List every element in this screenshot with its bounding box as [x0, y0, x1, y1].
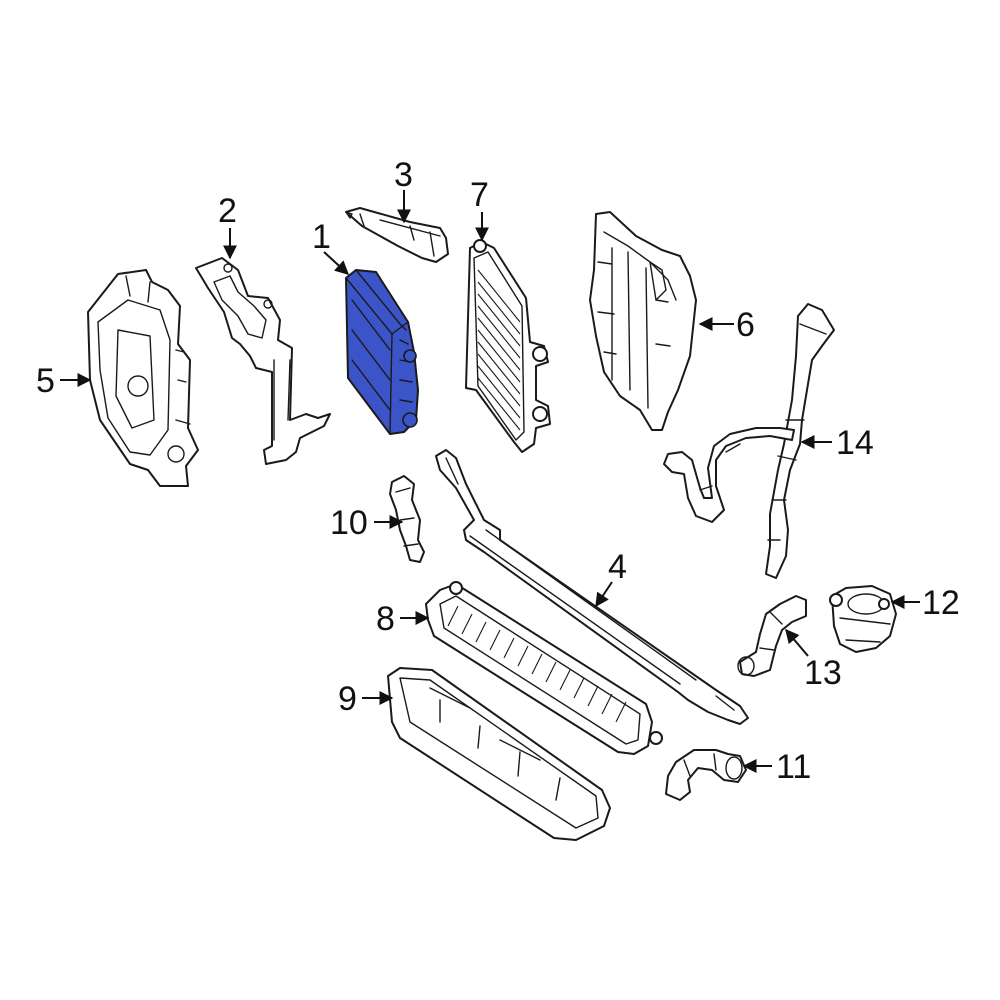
part-3-air-guide[interactable]: [345, 207, 449, 263]
part-11-hose[interactable]: [665, 749, 747, 801]
part-2-bracket[interactable]: [195, 257, 331, 465]
part-13-hose[interactable]: [737, 595, 807, 677]
callout-6: 6: [736, 306, 755, 344]
callout-14: 14: [836, 424, 874, 462]
callout-8: 8: [376, 600, 395, 638]
part-9-tray[interactable]: [387, 667, 611, 841]
leader-13: [785, 628, 809, 657]
leader-1: [323, 251, 350, 275]
leader-4: [595, 581, 613, 608]
part-12-pump[interactable]: [829, 585, 897, 653]
part-8-intercooler[interactable]: [425, 581, 663, 755]
part-10-hose[interactable]: [389, 475, 425, 563]
callout-10: 10: [330, 504, 368, 542]
callout-2: 2: [218, 192, 237, 230]
callout-13: 13: [804, 654, 842, 692]
part-6-cover[interactable]: [589, 211, 697, 431]
part-4-pipe[interactable]: [435, 449, 749, 725]
callout-3: 3: [394, 156, 413, 194]
part-14-hose-assembly[interactable]: [663, 303, 835, 579]
callout-9: 9: [338, 680, 357, 718]
callout-11: 11: [776, 748, 811, 786]
part-1-auxiliary-radiator[interactable]: [345, 269, 419, 435]
part-7-condenser[interactable]: [465, 239, 551, 453]
part-5-shroud[interactable]: [87, 269, 199, 487]
callout-7: 7: [470, 176, 489, 214]
callout-5: 5: [36, 362, 55, 400]
callout-1: 1: [312, 218, 331, 256]
callout-12: 12: [922, 584, 960, 622]
callout-4: 4: [608, 548, 627, 586]
